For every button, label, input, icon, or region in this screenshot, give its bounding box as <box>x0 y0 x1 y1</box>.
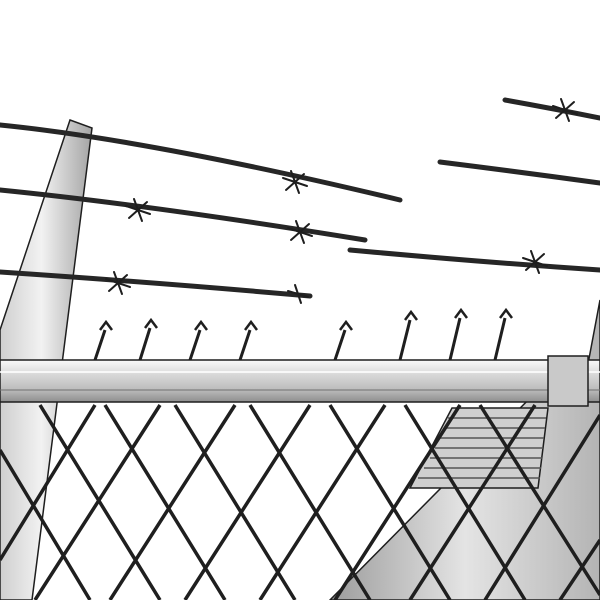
barbs <box>105 98 578 304</box>
barbed-wires <box>0 97 600 299</box>
right-fence-post <box>328 299 600 600</box>
mesh-twists <box>99 307 513 331</box>
top-rail <box>0 355 600 407</box>
chain-link-mesh <box>0 317 600 600</box>
